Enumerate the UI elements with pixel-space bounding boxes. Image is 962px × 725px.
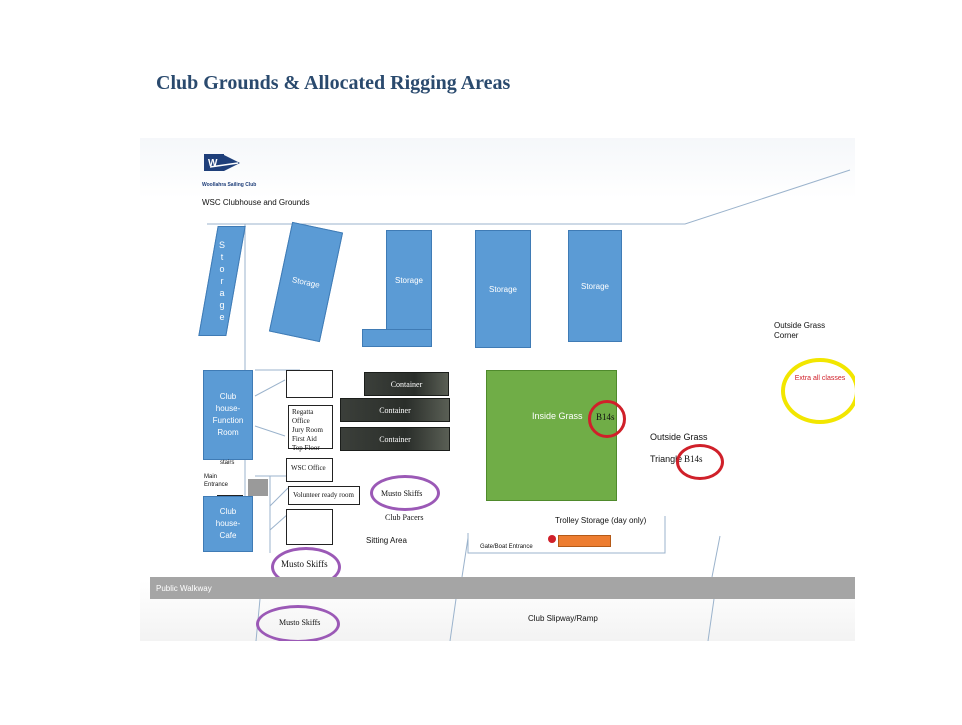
public-walkway: Public Walkway — [150, 577, 855, 599]
musto-skiffs-top-label: Musto Skiffs — [381, 489, 423, 498]
wsc-office: WSC Office — [286, 458, 333, 482]
storage-letter: r — [220, 276, 224, 286]
stairs-label: stairs — [220, 460, 235, 466]
stairs-block — [248, 479, 268, 496]
flag-icon: W — [204, 154, 240, 171]
wsc-office-label: WSC Office — [291, 464, 326, 472]
sitting-area-label: Sitting Area — [366, 536, 407, 545]
storage-letter: o — [219, 264, 225, 274]
volunteer-ready-room: Volunteer ready room — [288, 486, 360, 505]
container-3: Container — [340, 427, 450, 451]
logo-letter: W — [208, 158, 218, 169]
container-1: Container — [364, 372, 449, 396]
inside-grass-label: Inside Grass — [532, 411, 583, 421]
volunteer-room-label: Volunteer ready room — [293, 491, 354, 499]
club-slipway-label: Club Slipway/Ramp — [528, 614, 598, 623]
inside-grass — [486, 370, 617, 501]
storage-label: Storage — [580, 281, 610, 291]
public-walkway-label: Public Walkway — [156, 583, 212, 593]
office-blank-bottom — [286, 509, 333, 545]
logo-text: Woollahra Sailing Club — [202, 182, 257, 188]
gate-marker-icon — [548, 535, 556, 543]
club-grounds-map: W Woollahra Sailing Club WSC Clubhouse a… — [140, 138, 855, 641]
storage-letter: t — [220, 252, 224, 262]
map-heading: WSC Clubhouse and Grounds — [202, 198, 310, 207]
musto-skiffs-bottom-highlight — [256, 605, 340, 641]
musto-skiffs-mid-label: Musto Skiffs — [281, 559, 328, 569]
outside-grass-label: Outside Grass — [650, 432, 708, 442]
storage-block-3: Storage — [475, 230, 531, 348]
extra-all-classes-highlight — [781, 358, 855, 424]
main-entrance-label: Main Entrance — [204, 474, 229, 488]
club-logo: W Woollahra Sailing Club — [202, 153, 256, 188]
b14s-triangle-highlight — [676, 444, 724, 480]
storage-label: Storage — [291, 274, 321, 290]
storage-letter: e — [219, 312, 225, 322]
first-aid-label: First Aid — [292, 435, 317, 443]
trolley-storage-label: Trolley Storage (day only) — [555, 516, 647, 525]
storage-letter: S — [218, 240, 225, 250]
outside-grass-corner-label: Outside Grass Corner — [774, 321, 826, 340]
regatta-office: Regatta Office Jury Room First Aid Top F… — [288, 405, 333, 452]
storage-annex — [362, 329, 432, 347]
container-label: Container — [390, 379, 423, 389]
storage-label: Storage — [394, 275, 424, 285]
jury-room-label: Jury Room — [292, 426, 323, 434]
trolley-storage-area — [558, 535, 611, 547]
triangle-label: Triangle — [650, 454, 683, 464]
storage-label: Storage — [488, 284, 518, 294]
musto-skiffs-top-highlight — [370, 475, 440, 511]
container-label: Container — [379, 434, 411, 444]
storage-block-4: Storage — [568, 230, 622, 342]
container-label: Container — [379, 405, 411, 415]
top-floor-label: Top Floor — [292, 444, 320, 452]
clubhouse-cafe: Club house- Cafe — [203, 496, 253, 552]
gate-boat-entrance-label: Gate/Boat Entrance — [480, 544, 533, 550]
page-title: Club Grounds & Allocated Rigging Areas — [156, 72, 511, 94]
clubhouse-function-label: Club house- Function Room — [212, 392, 244, 437]
storage-vertical-letters: S t o r a g e — [219, 239, 225, 323]
clubhouse-cafe-label: Club house- Cafe — [215, 507, 241, 540]
musto-skiffs-bottom-label: Musto Skiffs — [279, 618, 321, 627]
container-2: Container — [340, 398, 450, 422]
office-blank-top — [286, 370, 333, 398]
extra-all-classes-label: Extra all classes — [794, 375, 846, 382]
club-pacers-label: Club Pacers — [385, 513, 424, 522]
storage-letter: a — [219, 288, 225, 298]
regatta-office-label: Regatta Office — [292, 408, 314, 425]
clubhouse-function-room: Club house- Function Room — [203, 370, 253, 460]
storage-with-annex: Storage — [386, 230, 432, 330]
storage-letter: g — [219, 300, 225, 310]
b14s-inside-highlight — [588, 400, 626, 438]
